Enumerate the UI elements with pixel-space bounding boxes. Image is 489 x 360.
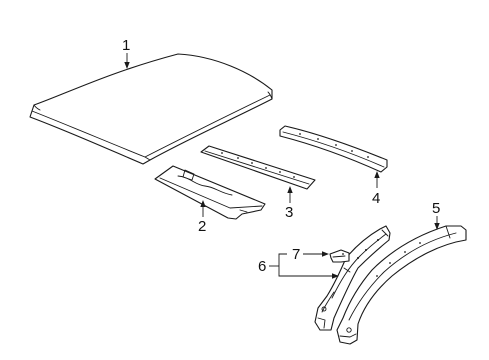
callout-2-label: 2 bbox=[198, 218, 206, 235]
center-roof-bow bbox=[200, 145, 316, 190]
rail-bracket bbox=[329, 249, 350, 263]
callout-6: 6 bbox=[258, 253, 339, 279]
outer-roof-rail bbox=[336, 225, 467, 345]
callout-1: 1 bbox=[122, 37, 130, 69]
front-header-bow bbox=[154, 165, 266, 220]
callout-7: 7 bbox=[292, 246, 329, 263]
callout-6-label: 6 bbox=[258, 258, 266, 275]
callout-3: 3 bbox=[285, 186, 293, 221]
callout-5: 5 bbox=[432, 200, 440, 230]
roof-panel bbox=[29, 53, 273, 165]
callout-3-label: 3 bbox=[285, 204, 293, 221]
callout-7-label: 7 bbox=[292, 246, 300, 263]
callout-5-label: 5 bbox=[432, 200, 440, 217]
callout-4: 4 bbox=[372, 171, 380, 207]
callout-1-label: 1 bbox=[122, 37, 130, 54]
callout-4-label: 4 bbox=[372, 190, 380, 207]
rear-roof-bow bbox=[279, 125, 388, 173]
callout-2: 2 bbox=[198, 200, 206, 235]
inner-roof-rail bbox=[314, 225, 391, 331]
